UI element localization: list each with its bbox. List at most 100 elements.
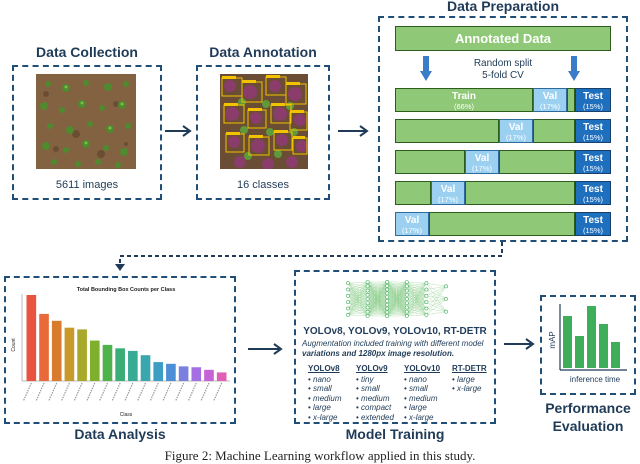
val-pct: (17%): [534, 102, 566, 111]
model-column-header: YOLOv8: [308, 364, 341, 374]
train-segment: Train(66%): [395, 88, 533, 112]
chart-bar: [191, 367, 201, 381]
perf-ylabel: mAP: [548, 331, 557, 348]
test-pct: (15%): [576, 226, 610, 235]
chart-bar: [65, 328, 75, 381]
performance-chart-icon: mAP inference time: [543, 298, 633, 392]
arrow-collection-to-annotation: [163, 124, 195, 138]
model-variant: large: [404, 403, 440, 413]
arrow-training-to-performance: [502, 337, 538, 351]
arrow-preparation-to-analysis: [112, 240, 512, 272]
test-label: Test: [576, 184, 610, 195]
train-segment-right: [465, 181, 575, 205]
val-pct: (17%): [396, 226, 428, 235]
model-variant: nano: [308, 375, 341, 385]
chart-tick-label: [74, 383, 82, 401]
train-segment-right: [429, 212, 575, 236]
chart-bar: [141, 355, 151, 381]
val-label: Val: [466, 153, 498, 164]
val-segment: Val(17%): [465, 150, 499, 174]
train-segment-right: [499, 150, 575, 174]
chart-tick-label: [87, 383, 95, 401]
train-label: Train: [396, 91, 532, 102]
analysis-box: Total Bounding Box Counts per Class Coun…: [4, 276, 236, 424]
annotated-photo: [220, 74, 308, 169]
arrow-analysis-to-training: [246, 342, 286, 356]
training-desc-line1: Augmentation included training with diff…: [302, 339, 494, 348]
chart-tick-label: [112, 383, 120, 401]
fold-row: Val(17%)Test(15%): [395, 119, 611, 143]
val-segment: Val(17%): [533, 88, 567, 112]
val-pct: (17%): [466, 164, 498, 173]
analysis-title: Data Analysis: [4, 426, 236, 442]
chart-tick-label: [36, 383, 44, 401]
model-variant: small: [356, 384, 394, 394]
train-pct: (66%): [396, 102, 532, 111]
model-variant: large: [452, 375, 487, 385]
model-variant: large: [308, 403, 341, 413]
training-title: Model Training: [294, 426, 496, 442]
chart-bar: [166, 364, 176, 381]
chart-tick-label: [125, 383, 133, 401]
chart-tick-label: [176, 383, 184, 401]
test-segment: Test(15%): [575, 88, 611, 112]
model-column-yolov9: YOLOv9tinysmallmediumcompactextended: [356, 364, 394, 422]
chart-bar: [153, 362, 163, 381]
train-segment-right: [533, 119, 575, 143]
chart-bar: [204, 370, 214, 381]
arrow-annotation-to-preparation: [336, 124, 372, 138]
model-variant: medium: [404, 394, 440, 404]
chart-ylabel: Count: [11, 338, 17, 352]
annotated-data-header: Annotated Data: [395, 26, 611, 51]
performance-title-line2: Evaluation: [534, 418, 640, 434]
train-segment-left: [395, 119, 499, 143]
test-segment: Test(15%): [575, 150, 611, 174]
train-segment-left: [395, 181, 431, 205]
chart-xlabel: Class: [120, 412, 133, 418]
split-text-line1: Random split: [380, 58, 626, 69]
annotation-title: Data Annotation: [196, 44, 330, 60]
model-column-header: YOLOv9: [356, 364, 394, 374]
field-photo: [36, 74, 136, 169]
model-column-rt-detr: RT-DETRlargex-large: [452, 364, 487, 394]
chart-tick-label: [99, 383, 107, 401]
fold-row: Train(66%)Val(17%) Test(15%): [395, 88, 611, 112]
model-variant: extended: [356, 413, 394, 423]
training-desc-line2: variations and 1280px image resolution.: [302, 349, 494, 358]
model-column-yolov10: YOLOv10nanosmallmediumlargex-large: [404, 364, 440, 422]
preparation-box: Annotated Data Random split 5-fold CV Tr…: [378, 16, 628, 242]
training-box: YOLOv8, YOLOv9, YOLOv10, RT-DETR Augment…: [294, 270, 496, 424]
fold-row: Val(17%)Test(15%): [395, 212, 611, 236]
chart-tick-label: [163, 383, 171, 401]
chart-bar: [52, 321, 62, 381]
val-label: Val: [500, 122, 532, 133]
chart-bar: [128, 351, 138, 381]
test-segment: Test(15%): [575, 119, 611, 143]
chart-tick-label: [23, 383, 31, 401]
annotation-caption: 16 classes: [198, 179, 328, 191]
chart-tick-label: [49, 383, 57, 401]
model-variant: compact: [356, 403, 394, 413]
model-variant: x-large: [404, 413, 440, 423]
model-variant: small: [308, 384, 341, 394]
model-variant: medium: [308, 394, 341, 404]
test-segment: Test(15%): [575, 212, 611, 236]
test-label: Test: [576, 215, 610, 226]
test-pct: (15%): [576, 133, 610, 142]
split-text-line2: 5-fold CV: [380, 70, 626, 81]
model-variant: x-large: [452, 384, 487, 394]
chart-tick-label: [214, 383, 222, 401]
model-variant: medium: [356, 394, 394, 404]
chart-tick-label: [150, 383, 158, 401]
chart-tick-label: [138, 383, 146, 401]
chart-tick-label: [61, 383, 69, 401]
performance-box: mAP inference time: [540, 295, 636, 395]
test-label: Test: [576, 153, 610, 164]
preparation-title: Data Preparation: [378, 0, 628, 14]
test-pct: (15%): [576, 195, 610, 204]
chart-bar: [77, 329, 87, 381]
performance-title-line1: Performance: [534, 400, 640, 416]
fold-row: Val(17%) Test(15%): [395, 150, 611, 174]
test-pct: (15%): [576, 164, 610, 173]
model-column-header: RT-DETR: [452, 364, 487, 374]
